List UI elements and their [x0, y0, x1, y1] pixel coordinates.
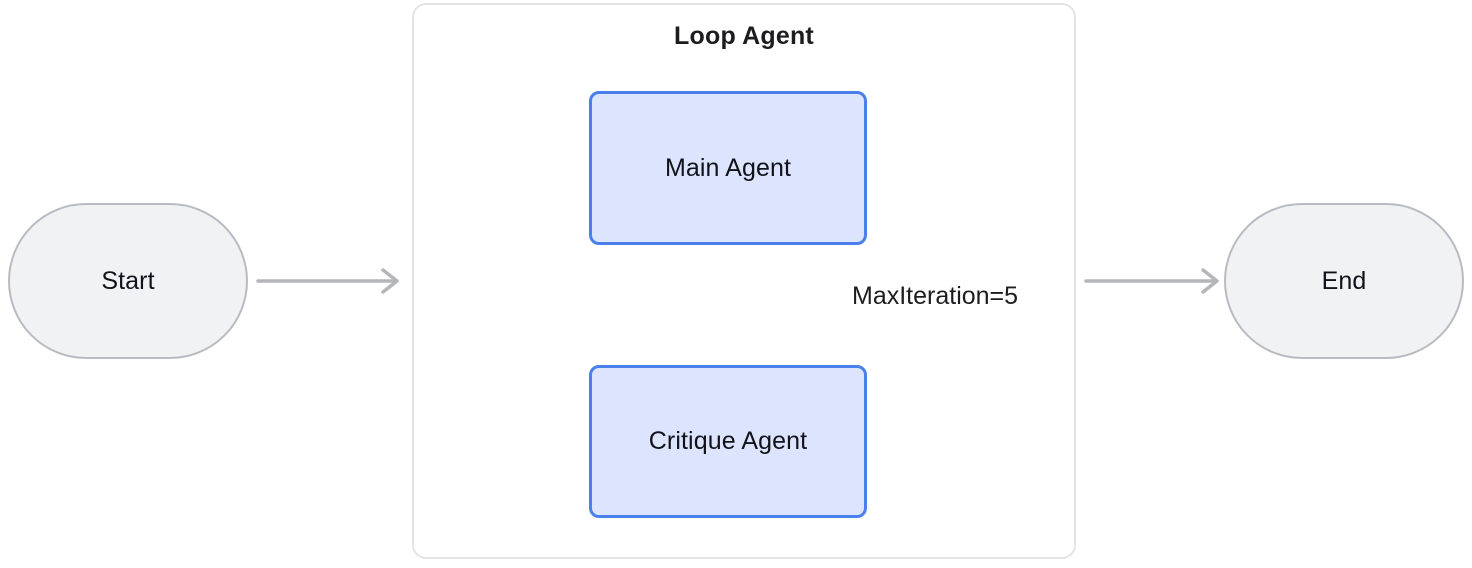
node-main-agent-label: Main Agent [664, 153, 792, 182]
node-end-label: End [1321, 266, 1367, 295]
arrowhead-icon [381, 268, 399, 294]
edge-start-to-loop [256, 268, 399, 294]
arrowhead-icon [1201, 268, 1219, 294]
loop-agent-title: Loop Agent [674, 22, 814, 50]
node-end[interactable]: End [1224, 203, 1464, 359]
node-critique-agent[interactable]: Critique Agent [589, 365, 867, 518]
edge-label-maxiteration: MaxIteration=5 [846, 278, 1025, 314]
node-main-agent[interactable]: Main Agent [589, 91, 867, 245]
node-start[interactable]: Start [8, 203, 248, 359]
node-critique-agent-label: Critique Agent [648, 427, 808, 455]
node-start-label: Start [101, 266, 155, 295]
edge-loop-to-end [1084, 268, 1219, 294]
